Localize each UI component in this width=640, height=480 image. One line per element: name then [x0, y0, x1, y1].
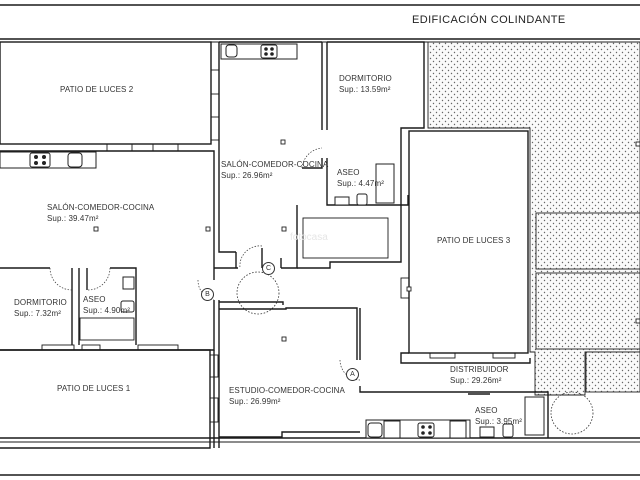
room-name: ASEO: [337, 168, 360, 177]
pillars: [93, 139, 640, 342]
entrance-marker-c: C: [262, 262, 275, 275]
room-area: Sup.: 7.32m²: [14, 309, 62, 318]
turning-circle-bottom: [550, 391, 594, 435]
lower-unit-walls: [218, 300, 549, 448]
room-estudio: ESTUDIO-COMEDOR-COCINA Sup.: 26.99m²: [229, 386, 345, 408]
room-distribuidor: DISTRIBUIDOR Sup.: 29.26m²: [450, 365, 509, 387]
aseo-left-fixtures: [120, 276, 135, 313]
adjacent-building-hatch: [427, 41, 640, 396]
entrance-marker-b: B: [201, 288, 214, 301]
aseo-bottom-fixtures: [479, 396, 545, 438]
room-name: SALÓN-COMEDOR-COCINA: [221, 160, 329, 169]
room-area: Sup.: 26.99m²: [229, 397, 281, 406]
room-name: SALÓN-COMEDOR-COCINA: [47, 203, 155, 212]
room-area: Sup.: 26.96m²: [221, 171, 273, 180]
room-area: Sup.: 3.95m²: [475, 417, 523, 426]
aseo-center-fixtures: [334, 163, 395, 206]
room-area: Sup.: 29.26m²: [450, 376, 502, 385]
patio-3-outline: [408, 130, 529, 354]
room-name: ASEO: [83, 295, 106, 304]
center-kitchen-counter: [220, 43, 298, 60]
patio-3-label: PATIO DE LUCES 3: [437, 236, 511, 245]
left-kitchen-counter: [0, 151, 97, 169]
watermark: fotocasa: [290, 232, 328, 243]
left-unit-walls: [0, 150, 215, 351]
room-aseo-center: ASEO Sup.: 4.47m²: [337, 168, 384, 190]
room-name: DORMITORIO: [339, 74, 392, 83]
center-unit-walls: [214, 41, 425, 269]
room-area: Sup.: 39.47m²: [47, 214, 99, 223]
patio-2-label: PATIO DE LUCES 2: [60, 85, 134, 94]
turning-circle-c: [236, 271, 280, 315]
room-area: Sup.: 13.59m²: [339, 85, 391, 94]
room-salon-center: SALÓN-COMEDOR-COCINA Sup.: 26.96m²: [221, 160, 328, 182]
patio-1-label: PATIO DE LUCES 1: [57, 384, 131, 393]
room-aseo-bottom: ASEO Sup.: 3.95m²: [475, 406, 522, 428]
entrance-marker-a: A: [346, 368, 359, 381]
room-salon-left: SALÓN-COMEDOR-COCINA Sup.: 39.47m²: [47, 203, 154, 225]
room-name: ESTUDIO-COMEDOR-COCINA: [229, 386, 345, 395]
room-name: ASEO: [475, 406, 498, 415]
room-name: DISTRIBUIDOR: [450, 365, 509, 374]
room-aseo-left: ASEO Sup.: 4.90m²: [83, 295, 130, 317]
room-name: DORMITORIO: [14, 298, 67, 307]
bottom-kitchen-counter: [365, 419, 471, 439]
room-dormitorio-left: DORMITORIO Sup.: 7.32m²: [14, 298, 67, 320]
room-area: Sup.: 4.47m²: [337, 179, 385, 188]
adjacent-building-title: EDIFICACIÓN COLINDANTE: [412, 14, 566, 26]
room-area: Sup.: 4.90m²: [83, 306, 131, 315]
room-dormitorio-top: DORMITORIO Sup.: 13.59m²: [339, 74, 392, 96]
